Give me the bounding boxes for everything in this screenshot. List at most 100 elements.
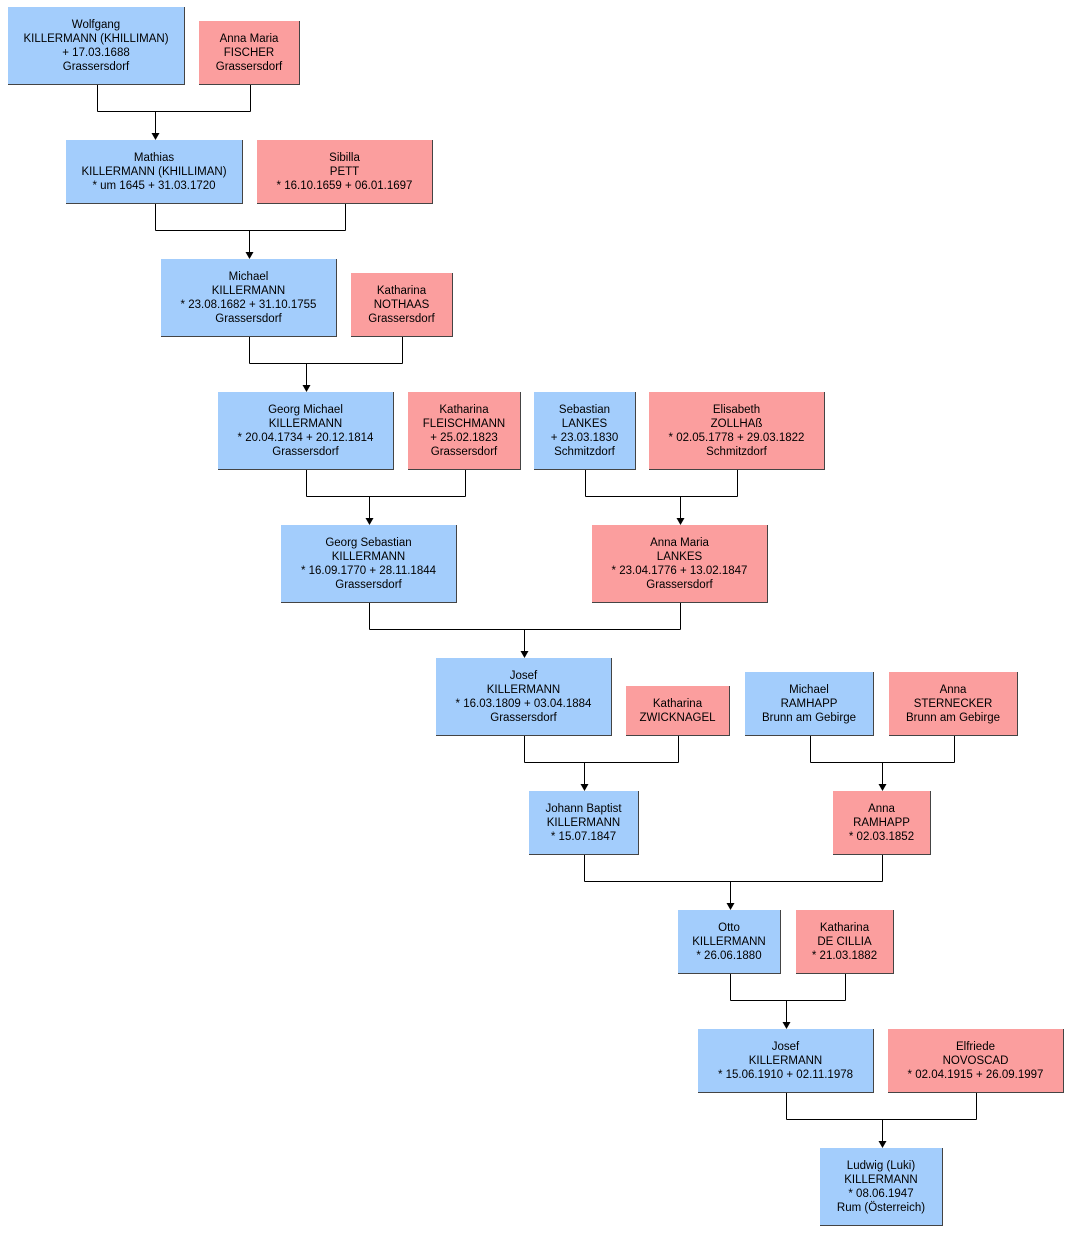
person-text-line: Grassersdorf [62,60,130,73]
person-text-line: PETT [329,165,360,178]
person-text-line: RAMHAPP [780,697,838,710]
person-text-line: KILLERMANN [331,550,406,563]
person-text-line: Otto [718,921,740,934]
person-text-line: Mathias [133,151,175,164]
person-text-line: KILLERMANN [486,683,561,696]
person-text-line: * 26.06.1880 [696,949,762,962]
connector-arrowhead [878,784,887,791]
person-text-line: Michael [228,270,269,283]
person-text-line: KILLERMANN [692,935,766,948]
person-text-line: * um 1645 + 31.03.1720 [92,179,216,192]
person-text-line: Grassersdorf [215,312,282,325]
person-text-line: Katharina [439,403,489,416]
person-text-line: DE CILLIA [817,935,872,948]
person-text-line: * 23.04.1776 + 13.02.1847 [611,564,748,577]
person-text-line: Anna [868,802,895,815]
connector-arrowhead [726,903,735,910]
person-text-line: * 16.03.1809 + 03.04.1884 [455,697,592,710]
person-text-line: Rum (Österreich) [836,1201,926,1214]
person-text-line: KILLERMANN (KHILLIMAN) [23,32,169,45]
person-text-line: Elisabeth [712,403,761,416]
person-text-line: STERNECKER [913,697,993,710]
person-text-line: Michael [789,683,829,696]
person-text-line: KILLERMANN [844,1173,918,1186]
person-text-line: Elfriede [956,1040,995,1053]
connector-arrowhead [878,1141,887,1148]
connector-arrowhead [520,651,529,658]
person-text-line: LANKES [656,550,703,563]
person-text-line: * 02.03.1852 [848,830,915,843]
person-text-line: KILLERMANN [211,284,286,297]
person-text-line: NOVOSCAD [942,1054,1009,1067]
person-text-line: Grassersdorf [430,445,498,458]
person-text-line: Josef [509,669,538,682]
person-text-line: * 16.10.1659 + 06.01.1697 [276,179,413,192]
person-text-line: + 17.03.1688 [62,46,130,59]
connector-arrowhead [782,1022,791,1029]
person-text-line: * 02.04.1915 + 26.09.1997 [907,1068,1044,1081]
connector-arrowhead [365,518,374,525]
person-text-line: Anna Maria [219,32,279,45]
person-text-line: Schmitzdorf [554,445,615,458]
person-text-line: Georg Sebastian [325,536,412,549]
person-text-line: * 16.09.1770 + 28.11.1844 [300,564,437,577]
person-text-line: * 23.08.1682 + 31.10.1755 [180,298,317,311]
person-text-line: ZWICKNAGEL [639,711,716,724]
person-text-line: Josef [771,1040,800,1053]
person-text-line: Georg Michael [268,403,343,416]
person-text-line: + 23.03.1830 [550,431,619,444]
person-text-line: * 08.06.1947 [848,1187,914,1200]
person-text-line: * 02.05.1778 + 29.03.1822 [668,431,805,444]
person-text-line: Katharina [819,921,870,934]
connector-arrowhead [302,385,311,392]
person-text-line: * 15.06.1910 + 02.11.1978 [717,1068,854,1081]
person-text-line: + 25.02.1823 [430,431,498,444]
person-text-line: Brunn am Gebirge [762,711,856,724]
person-text-line: KILLERMANN [748,1054,823,1067]
connector-arrowhead [245,252,254,259]
person-text-line: LANKES [561,417,608,430]
person-text-line: Schmitzdorf [706,445,767,458]
person-text-line: Wolfgang [71,18,121,31]
person-text-line: Grassersdorf [272,445,339,458]
person-text-line: ZOLLHAß [710,417,763,430]
person-text-line: Grassersdorf [646,578,713,591]
person-text-line: Katharina [652,697,703,710]
person-text-line: Sibilla [329,151,360,164]
person-text-line: Johann Baptist [545,802,622,815]
person-text-line: RAMHAPP [853,816,910,829]
connector-arrowhead [580,784,589,791]
connector-arrowhead [151,133,160,140]
person-text-line: Grassersdorf [368,312,435,325]
person-text-line: Grassersdorf [335,578,402,591]
person-text-line: KILLERMANN (KHILLIMAN) [81,165,227,178]
person-text-line: Anna [939,683,967,696]
person-text-line: Grassersdorf [490,711,557,724]
person-text-line: Anna Maria [650,536,709,549]
connector-arrowhead [676,518,685,525]
person-text-line: * 15.07.1847 [550,830,617,843]
